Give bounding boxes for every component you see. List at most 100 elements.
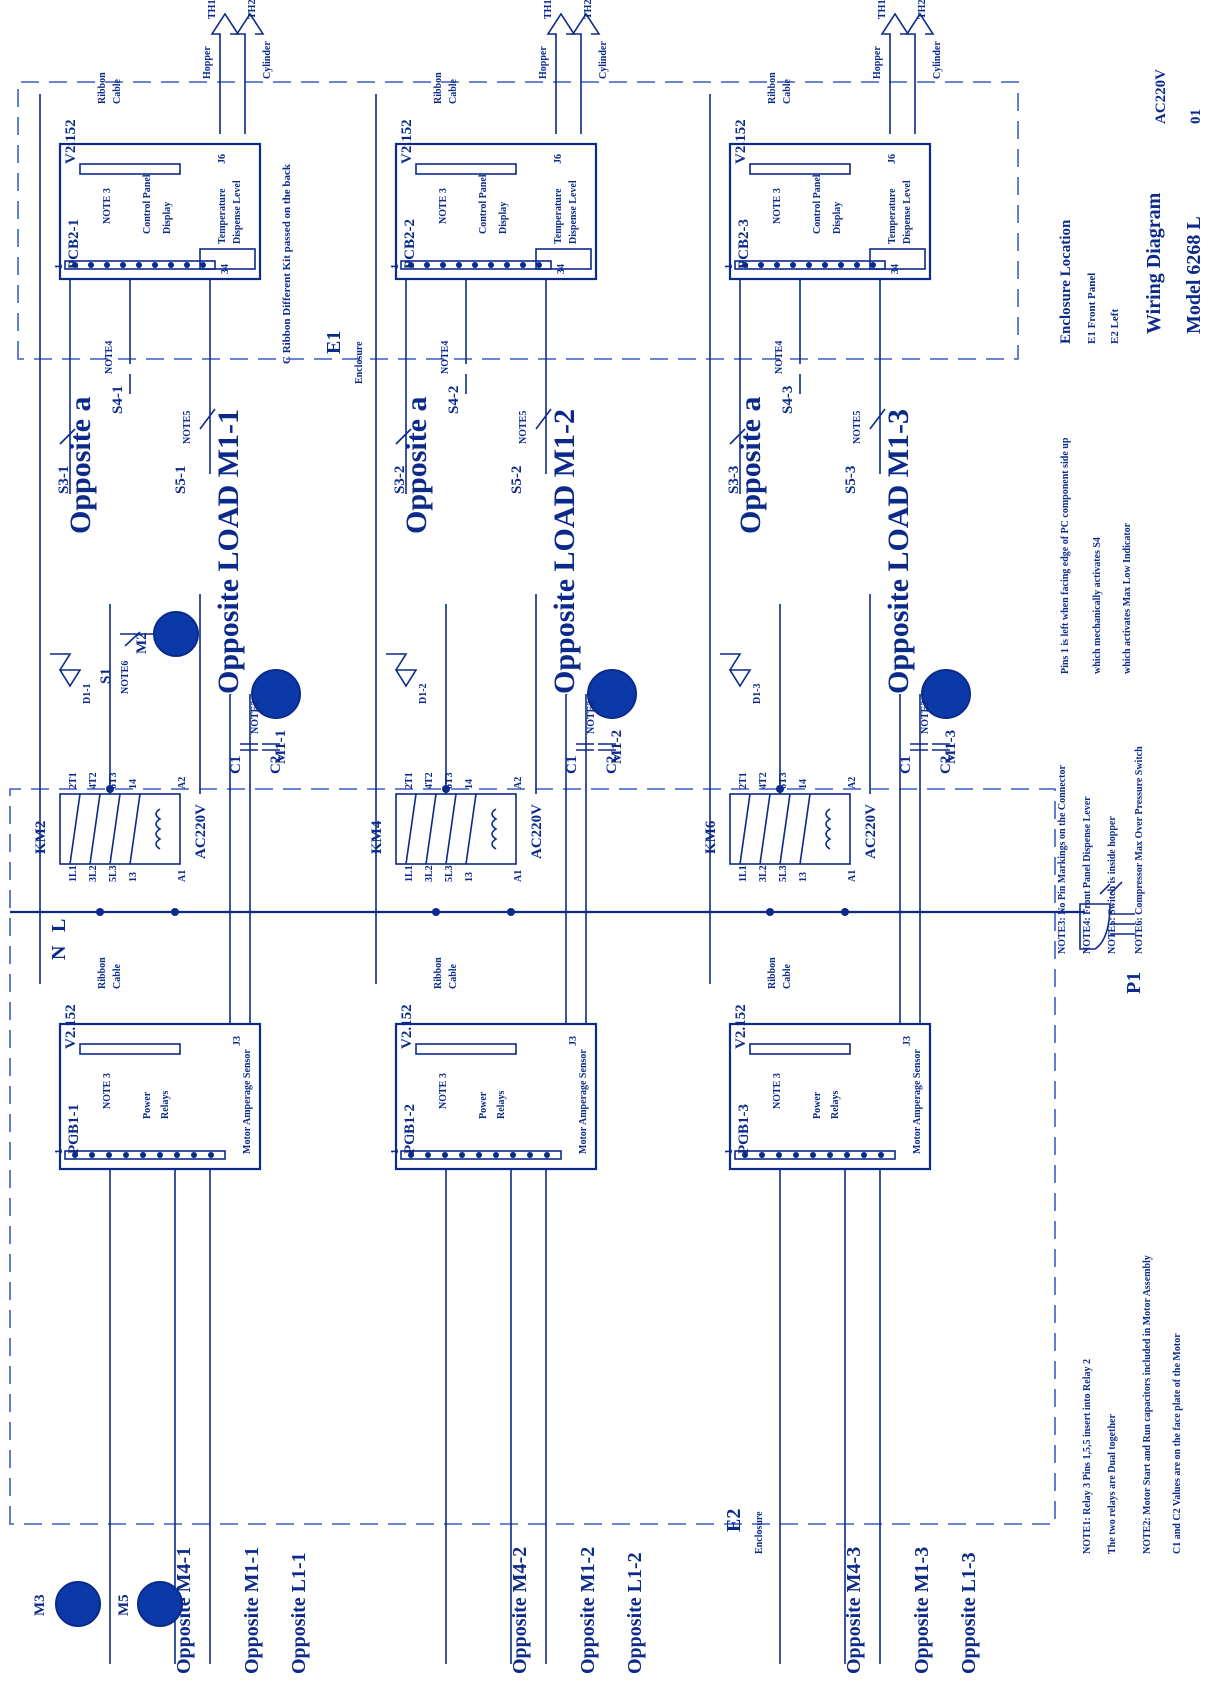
pcb2-pin (488, 262, 494, 268)
s3-switch (729, 428, 746, 445)
th1-label: TH1 (877, 0, 888, 19)
pcb1-pin (191, 1152, 197, 1158)
opposite-l1-label: Opposite L1-2 (624, 1552, 646, 1674)
s5-switch (535, 408, 552, 430)
pcb1-note: NOTE 3 (772, 1073, 783, 1109)
note6: NOTE6: Compressor Max Over Pressure Swit… (1134, 746, 1145, 954)
pcb2-sensor-connector (535, 248, 592, 270)
sheet-label: 01 (1188, 109, 1204, 124)
pcb1-pin (442, 1152, 448, 1158)
voltage-label: AC220V (1153, 69, 1169, 124)
pcb2-connector (400, 260, 552, 270)
plug-p1: P1 (1079, 881, 1145, 994)
hopper-label: Hopper (872, 46, 883, 79)
pcb2-pin (758, 262, 764, 268)
pcb1-pin (878, 1152, 884, 1158)
pcb2-ribbon-header (749, 163, 851, 175)
pcb1-ribbon-b: Cable (112, 963, 123, 989)
pcb2-temp: Temperature (553, 188, 564, 244)
note1b: The two relays are Dual together (1107, 1414, 1118, 1554)
pcb1-ribbon-a: Ribbon (97, 957, 108, 989)
s5-switch (869, 408, 886, 430)
contactor-pin-bottom: 3L2 (758, 865, 769, 882)
enclosure-location-title: Enclosure Location (1058, 219, 1074, 344)
contactor-pin-top: 2T1 (738, 772, 749, 789)
note2b: C1 and C2 Values are on the face plate o… (1172, 1333, 1183, 1554)
opposite-l1-label: Opposite L1-1 (288, 1552, 310, 1674)
pcb2-line2: Display (498, 202, 509, 234)
pcb2-note: NOTE 3 (772, 188, 783, 224)
pcb2-pin (504, 262, 510, 268)
motor-m2 (153, 611, 199, 657)
contactor-a1: A1 (177, 870, 188, 882)
pcb2-temp: Temperature (217, 188, 228, 244)
pcb2-pin (456, 262, 462, 268)
contactor-pin-bottom: 5L3 (444, 865, 455, 882)
pcb1-pin (827, 1152, 833, 1158)
pcb2-version: V2.152 (733, 119, 749, 164)
pcb2-pin (790, 262, 796, 268)
diode-d1 (50, 653, 82, 688)
pcb1-pin (861, 1152, 867, 1158)
pcb2-pin (440, 262, 446, 268)
s5-switch (199, 408, 216, 430)
pcb1-ribbon-header (415, 1043, 517, 1055)
m1-note2: NOTE2 (586, 701, 597, 734)
opposite-m1-label: Opposite M1-1 (241, 1547, 263, 1674)
pcb2-pin (104, 262, 110, 268)
contactor-coil-label: AC220V (193, 804, 209, 859)
s4-note4: NOTE4 (774, 341, 785, 374)
pcb2-note: NOTE 3 (438, 188, 449, 224)
th2-label: TH2 (583, 0, 594, 19)
m1-note2: NOTE2 (920, 701, 931, 734)
pcb2-pin (424, 262, 430, 268)
contactor-pin-bottom: 5L3 (778, 865, 789, 882)
pcb1-pin (408, 1152, 414, 1158)
pcb2-dispense: Dispense Level (568, 180, 579, 244)
e1-label: E1 (323, 331, 345, 354)
pcb2-pin (472, 262, 478, 268)
contactor-coil (825, 808, 832, 850)
hopper-label: Hopper (538, 46, 549, 79)
contactor-pin-top: 4T2 (758, 772, 769, 789)
pcb2-pin (806, 262, 812, 268)
diode-d1 (720, 653, 752, 688)
contactor-a2: A2 (847, 777, 858, 789)
pcb1-pin (459, 1152, 465, 1158)
pcb2-line2: Display (162, 202, 173, 234)
contactor-pin-top: 4T2 (88, 772, 99, 789)
pcb2-pin (200, 262, 206, 268)
m1-label: M1-3 (943, 730, 959, 764)
pcb2-line1: Control Panel (478, 174, 489, 234)
pcb2-pin (536, 262, 542, 268)
c1-label: C1 (564, 756, 580, 774)
contactor-pole (129, 793, 141, 865)
pcb1-sensor: Motor Amperage Sensor (242, 1049, 253, 1154)
pcb1-connector (64, 1150, 226, 1160)
pcb1-line1: Power (478, 1091, 489, 1119)
note5b: which activates Max Low Indicator (1122, 522, 1133, 674)
opposite-m1-label: Opposite M1-3 (911, 1547, 933, 1674)
e1-sublabel: Enclosure (354, 341, 365, 384)
contactor-pin-bottom: 13 (798, 872, 809, 882)
contactor-pole (799, 793, 811, 865)
contactor-a2: A2 (177, 777, 188, 789)
note1: NOTE1: Relay 3 Pins 1,5,5 insert into Re… (1082, 1359, 1093, 1554)
pcb1-ribbon-b: Cable (782, 963, 793, 989)
enclosure-e2-boundary (9, 788, 1056, 1525)
pcb2-sensor-connector (199, 248, 256, 270)
contactor-pin-top: 6T3 (108, 772, 119, 789)
pcb1-pin-j: J3 (902, 1036, 913, 1046)
pcb1-pin-j1: J1 (70, 1129, 81, 1139)
pcb1-sensor: Motor Amperage Sensor (912, 1049, 923, 1154)
pcb2-line1: Control Panel (812, 174, 823, 234)
pcb1-outline (58, 1022, 262, 1171)
pcb2-ribbon-a: Ribbon (97, 72, 108, 104)
pcb2-pin (168, 262, 174, 268)
